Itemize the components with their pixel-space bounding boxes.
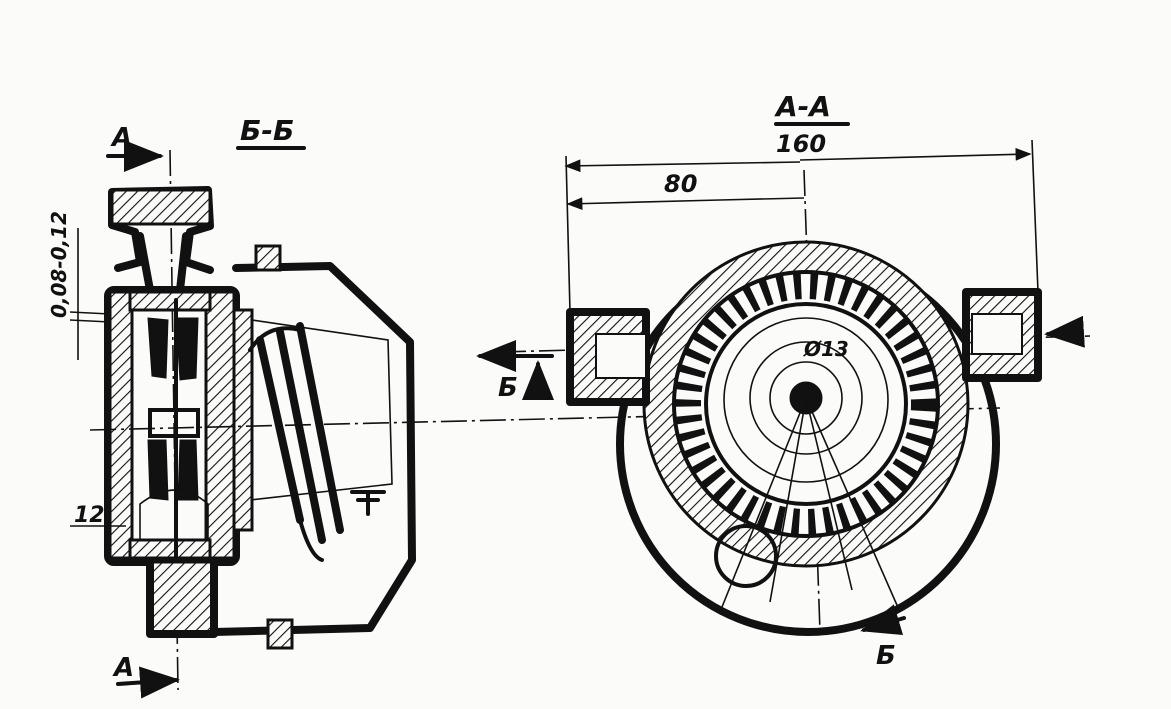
cut-marker-a-bottom: А	[112, 653, 134, 683]
rotor-core-2	[749, 341, 863, 455]
dim-160-label: 160	[776, 130, 826, 158]
bottom-nozzle-outline	[146, 558, 218, 638]
stator-coils	[248, 322, 344, 562]
ext-line-left	[565, 155, 571, 313]
radial-lines	[719, 397, 901, 613]
tolerance-ext-top	[69, 311, 111, 315]
dim-160-line-left	[564, 159, 801, 173]
cut-marker-b-bottom: Б	[876, 641, 896, 671]
impeller-blade-lower	[147, 439, 199, 501]
ext-line-right	[1031, 139, 1039, 293]
cut-marker-b-left: Б	[498, 373, 518, 403]
right-nozzle-outline	[962, 288, 1042, 382]
cut-marker-a-top: А	[110, 123, 132, 153]
bottom-outlet-nozzle	[148, 560, 216, 636]
rotor-ring-inner	[704, 302, 908, 506]
ground-terminal	[350, 490, 386, 516]
right-nozzle-bore	[971, 313, 1023, 355]
section-a-a-view: А-А 160 80	[476, 90, 1085, 671]
casing-right-wall	[204, 290, 236, 560]
section-b-b-view: А А Б-Б 0,08-0,12 12	[47, 114, 416, 699]
top-nozzle-throat	[136, 232, 190, 294]
dim-160-line	[799, 147, 1032, 161]
dim-80-label: 80	[664, 170, 697, 198]
rotor-slots	[675, 273, 937, 535]
bottom-bolt	[266, 618, 294, 650]
dim-80-line-right	[719, 197, 805, 201]
cut-arrow-b-bottom	[860, 604, 906, 635]
drain-port	[714, 524, 778, 588]
tolerance-label: 0,08-0,12	[47, 211, 71, 318]
casing-bottom-wall	[128, 538, 212, 560]
rotor-ring-outer	[672, 270, 940, 538]
casing-left-wall	[108, 290, 134, 560]
casing-top-wall	[128, 290, 212, 312]
housing-flange	[232, 308, 254, 532]
rotor-core-3	[769, 361, 843, 435]
impeller-blade-upper	[147, 317, 199, 381]
section-title-b-b: Б-Б	[240, 114, 294, 147]
top-nozzle-wall	[110, 188, 212, 226]
impeller-lower-cup	[139, 489, 209, 541]
rotor-core-1	[723, 317, 889, 483]
section-title-a-a: А-А	[774, 90, 831, 123]
top-bolt	[254, 244, 282, 272]
dim-80-line	[566, 197, 721, 211]
left-nozzle-bore	[595, 333, 647, 379]
cut-arrow-right	[1044, 315, 1085, 348]
motor-housing	[210, 262, 416, 636]
diameter-label: Ø13	[803, 337, 849, 361]
size-12-label: 12	[74, 503, 105, 528]
cut-arrow-a-bottom	[116, 666, 180, 699]
tolerance-ext-bottom	[69, 319, 111, 323]
motor-inner-rim	[237, 317, 393, 501]
